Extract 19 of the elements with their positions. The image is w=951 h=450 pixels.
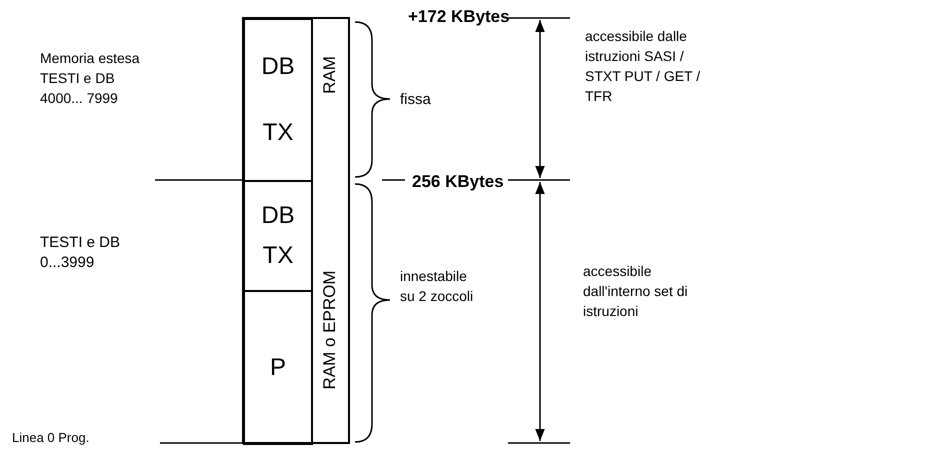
note-text: fissa — [400, 90, 432, 110]
note-text: accessibile dalle istruzioni SASI / STXT PUT / GET / TFR — [585, 27, 702, 106]
memory-type-label: RAM o EPROM — [320, 270, 340, 390]
block-label: DB — [261, 53, 295, 81]
note-text: accessibile dall'interno set di istruzioni — [583, 262, 689, 321]
block-label: DB — [261, 202, 295, 230]
memory-block — [243, 18, 313, 182]
size-label: 256 KBytes — [412, 172, 505, 192]
note-text: innestabile su 2 zoccoli — [400, 267, 474, 306]
block-label: TX — [262, 242, 294, 270]
memory-block — [243, 290, 313, 445]
block-label: P — [270, 354, 286, 382]
memory-block — [243, 180, 313, 292]
note-text: Linea 0 Prog. — [12, 429, 90, 447]
block-label: TX — [262, 119, 294, 147]
note-text: Memoria estesa TESTI e DB 4000... 7999 — [40, 49, 141, 108]
size-label: +172 KBytes — [408, 7, 511, 27]
memory-type-label: RAM — [320, 56, 340, 94]
note-text: TESTI e DB 0...3999 — [40, 233, 122, 273]
